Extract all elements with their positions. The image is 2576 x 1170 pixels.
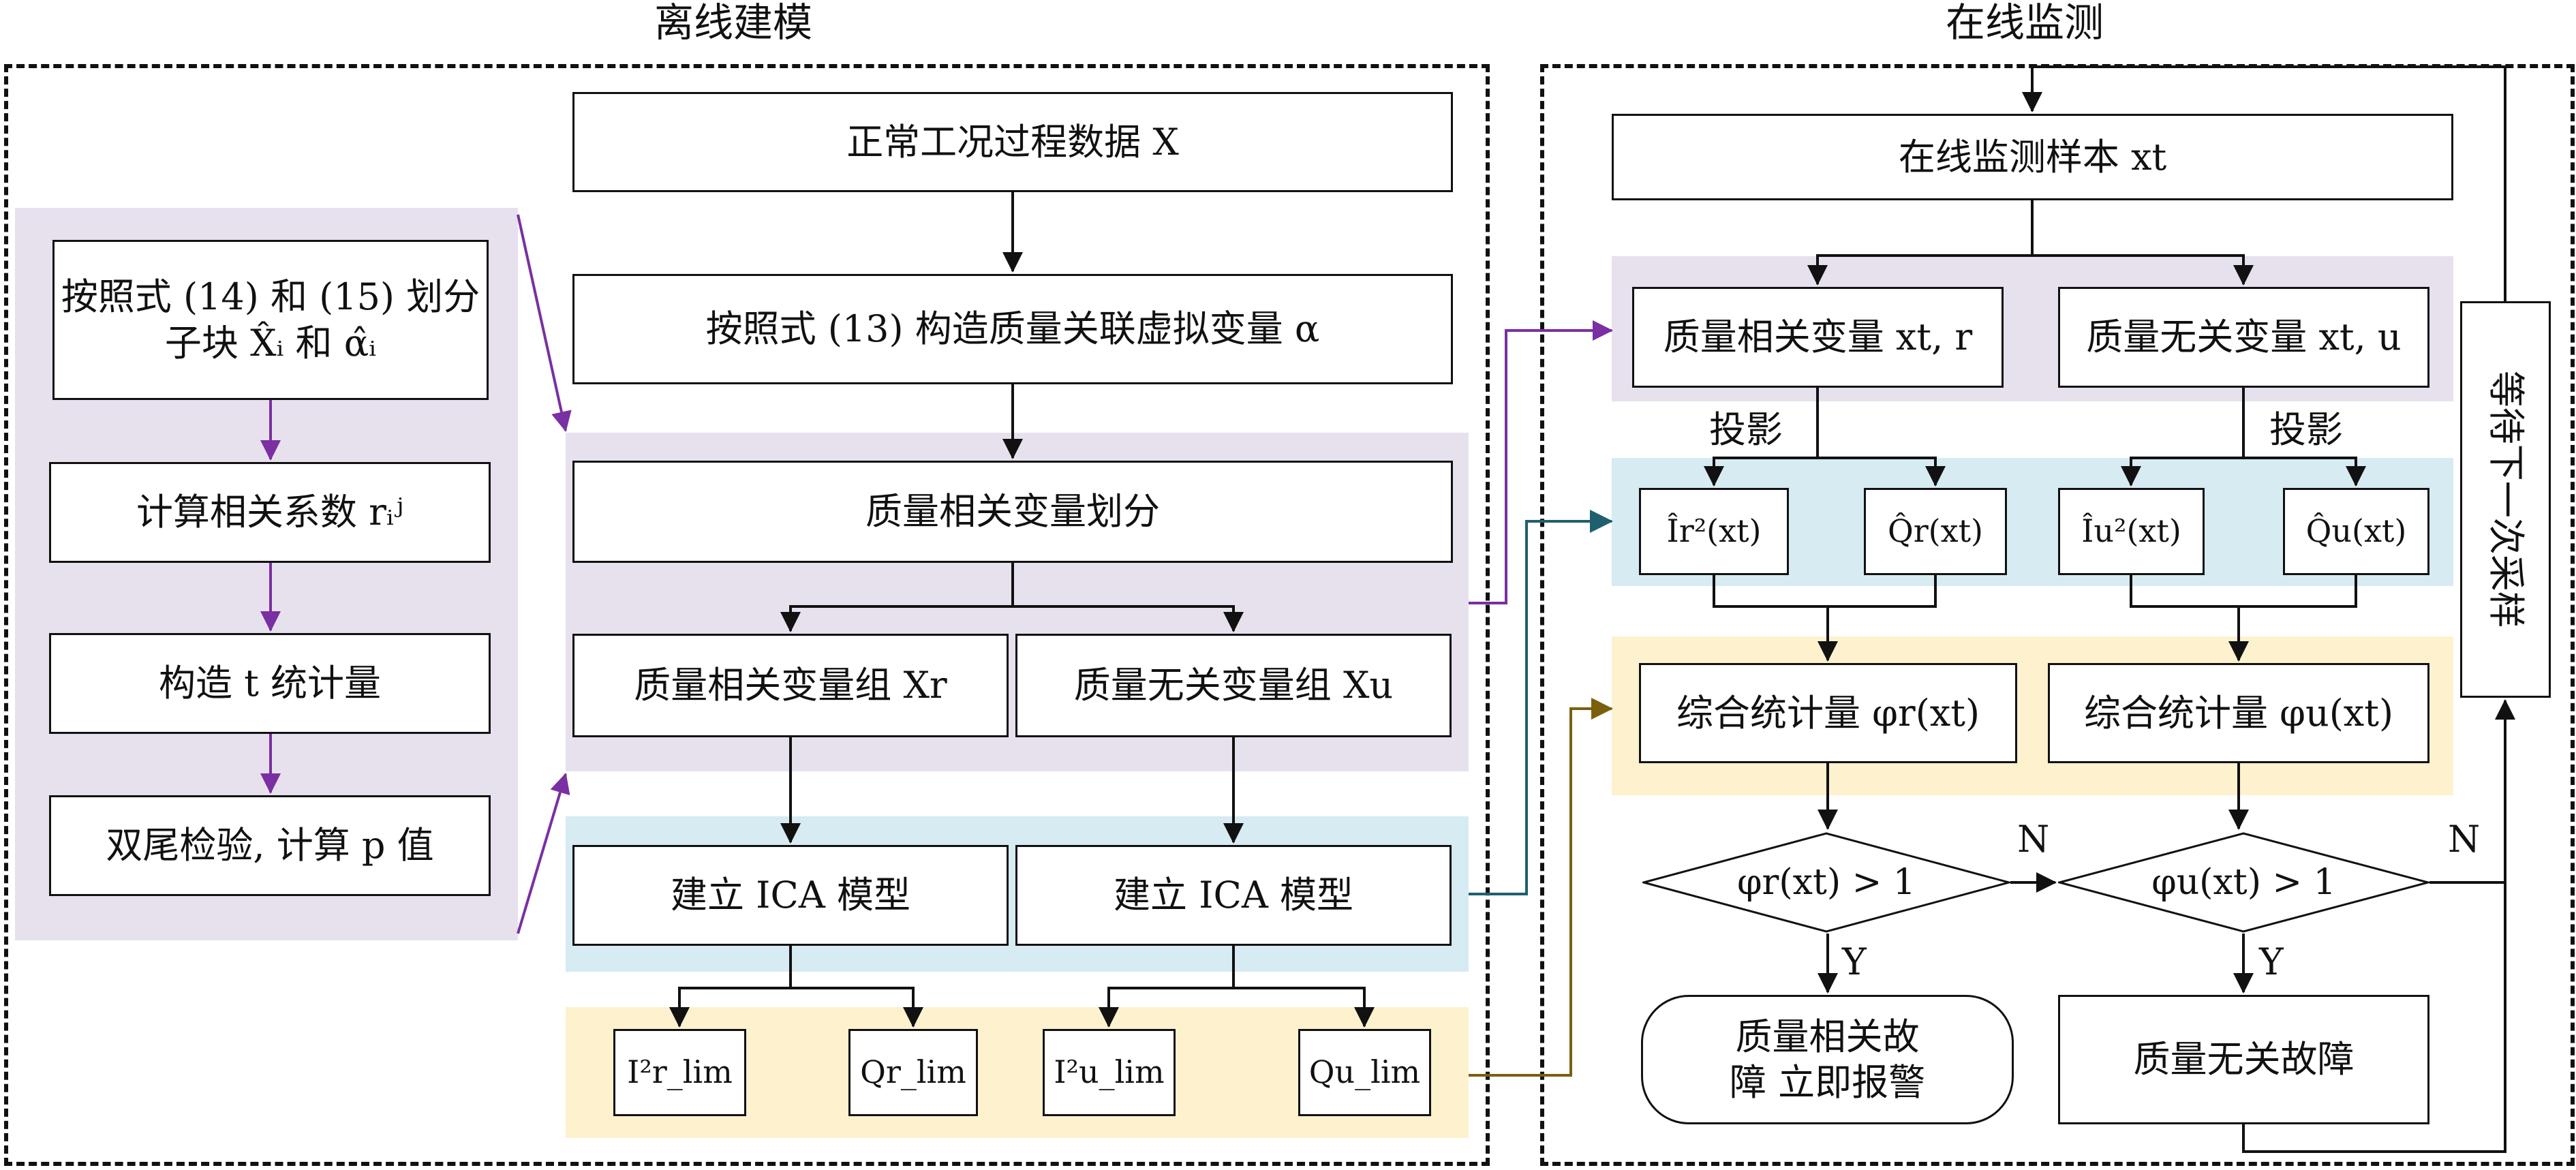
label-y-unrelated: Y: [2259, 940, 2284, 983]
related-group-box: 质量相关变量组 Xr: [572, 634, 1009, 737]
related-group-label: 质量相关变量组 Xr: [634, 664, 947, 707]
stat-label: Q̂r(xt): [1887, 512, 1984, 550]
composite-unrelated-label: 综合统计量 φu(xt): [2083, 691, 2394, 735]
limit-label: Qr_lim: [860, 1053, 966, 1091]
unrelated-group-box: 质量无关变量组 Xu: [1015, 634, 1452, 737]
composite-related-box: 综合统计量 φr(xt): [1639, 663, 2017, 763]
ica-unrelated-box: 建立 ICA 模型: [1015, 845, 1452, 946]
wait-next-box: 等待下一次采样: [2460, 301, 2551, 698]
unrelated-group-label: 质量无关变量组 Xu: [1073, 664, 1394, 707]
online-sample-label: 在线监测样本 xt: [1898, 135, 2167, 179]
stat-box-q-r: Q̂r(xt): [1864, 488, 2007, 575]
partition-box: 质量相关变量划分: [572, 461, 1453, 563]
side-step-label: 构造 t 统计量: [158, 662, 382, 705]
normal-data-box: 正常工况过程数据 X: [572, 92, 1453, 192]
label-n-related: N: [2017, 818, 2050, 861]
unrelated-variables-label: 质量无关变量 xt, u: [2086, 315, 2402, 359]
limit-box-q-r: Qr_lim: [848, 1029, 978, 1116]
unrelated-variables-box: 质量无关变量 xt, u: [2058, 287, 2429, 388]
related-variables-label: 质量相关变量 xt, r: [1663, 315, 1973, 359]
composite-related-label: 综合统计量 φr(xt): [1676, 691, 1980, 735]
side-step-two-tailed-test: 双尾检验, 计算 p 值: [49, 795, 491, 896]
side-step-t-statistic: 构造 t 统计量: [49, 633, 491, 734]
side-step-label: 按照式 (14) 和 (15) 划分子块 X̂ᵢ 和 α̂ᵢ: [61, 275, 480, 365]
label-n-unrelated: N: [2448, 818, 2481, 861]
limit-box-q-u: Qu_lim: [1298, 1029, 1431, 1116]
limit-label: I²u_lim: [1054, 1053, 1165, 1091]
limit-box-i2-r: I²r_lim: [613, 1029, 746, 1116]
online-sample-box: 在线监测样本 xt: [1612, 114, 2453, 200]
decision-unrelated-label: φu(xt) > 1: [2151, 862, 2336, 903]
projection-label-left: 投影: [1709, 408, 1783, 451]
label-y-related: Y: [1842, 940, 1867, 983]
stat-label: Îu²(xt): [2081, 512, 2181, 550]
offline-title: 离线建模: [654, 0, 813, 46]
side-step-partition-blocks: 按照式 (14) 和 (15) 划分子块 X̂ᵢ 和 α̂ᵢ: [52, 240, 489, 400]
partition-label: 质量相关变量划分: [865, 490, 1160, 534]
ica-unrelated-label: 建立 ICA 模型: [1114, 874, 1353, 917]
wait-next-label: 等待下一次采样: [2484, 371, 2528, 628]
ica-related-box: 建立 ICA 模型: [572, 845, 1009, 946]
offline-panel: [4, 64, 1490, 1166]
decision-related: φr(xt) > 1: [1642, 831, 2010, 934]
limit-label: I²r_lim: [627, 1053, 733, 1091]
online-title: 在线监测: [1946, 0, 2104, 46]
projection-label-right: 投影: [2269, 408, 2343, 451]
stat-box-i2-u: Îu²(xt): [2058, 488, 2205, 575]
side-step-label: 计算相关系数 rᵢʲ: [136, 491, 404, 534]
fault-unrelated-box: 质量无关故障: [2058, 995, 2429, 1124]
limit-label: Qu_lim: [1308, 1053, 1421, 1091]
related-variables-box: 质量相关变量 xt, r: [1632, 287, 2004, 388]
stat-box-i2-r: Îr²(xt): [1639, 488, 1789, 575]
fault-related-label: 质量相关故障 立即报警: [1729, 1015, 1926, 1105]
stat-box-q-u: Q̂u(xt): [2283, 488, 2429, 575]
stat-label: Îr²(xt): [1666, 512, 1762, 550]
side-step-correlation: 计算相关系数 rᵢʲ: [49, 462, 491, 563]
decision-related-label: φr(xt) > 1: [1737, 862, 1916, 903]
ica-related-label: 建立 ICA 模型: [671, 874, 910, 917]
limit-box-i2-u: I²u_lim: [1043, 1029, 1176, 1116]
construct-alpha-label: 按照式 (13) 构造质量关联虚拟变量 α: [705, 307, 1320, 351]
stat-label: Q̂u(xt): [2305, 512, 2407, 550]
normal-data-label: 正常工况过程数据 X: [846, 120, 1179, 164]
decision-unrelated: φu(xt) > 1: [2058, 831, 2429, 934]
side-step-label: 双尾检验, 计算 p 值: [106, 824, 434, 867]
construct-alpha-box: 按照式 (13) 构造质量关联虚拟变量 α: [572, 274, 1453, 384]
fault-unrelated-label: 质量无关故障: [2133, 1038, 2355, 1081]
fault-related-box: 质量相关故障 立即报警: [1641, 995, 2014, 1124]
composite-unrelated-box: 综合统计量 φu(xt): [2048, 663, 2429, 763]
decision-related-shape: [1642, 832, 2010, 933]
